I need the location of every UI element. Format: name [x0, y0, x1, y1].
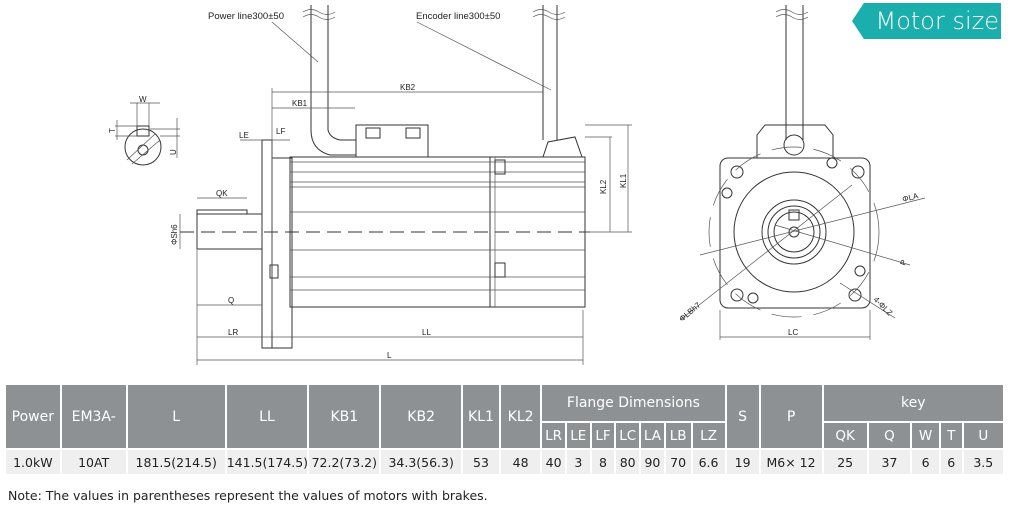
cell-LL: 141.5(174.5) [226, 450, 308, 474]
header-QK: QK [823, 423, 867, 448]
cell-Q: 37 [868, 450, 911, 474]
shaft-key-section: W T U [108, 95, 180, 166]
cell-T: 6 [940, 450, 962, 474]
cell-S: 19 [726, 450, 759, 474]
label-L: L [387, 351, 392, 360]
label-W: W [139, 95, 147, 104]
cell-KL2: 48 [501, 450, 541, 474]
motor-dimension-drawing: W T U [108, 5, 926, 365]
header-W: W [912, 423, 939, 448]
label-T: T [108, 128, 117, 133]
header-LR: LR [542, 423, 565, 448]
header-LC: LC [616, 423, 640, 448]
dimension-table: Power EM3A- L LL KB1 KB2 KL1 KL2 Flange … [4, 383, 1005, 476]
header-L: L [127, 385, 225, 448]
cell-LZ: 6.6 [692, 450, 725, 474]
header-model: EM3A- [61, 385, 126, 448]
cell-W: 6 [912, 450, 939, 474]
label-LR: LR [228, 328, 238, 337]
cell-L: 181.5(214.5) [127, 450, 225, 474]
header-KL1: KL1 [462, 385, 500, 448]
table-row: 1.0kW 10AT 181.5(214.5) 141.5(174.5) 72.… [6, 450, 1003, 474]
label-LE: LE [239, 131, 249, 140]
label-Q: Q [228, 296, 234, 305]
header-flange-dimensions: Flange Dimensions [542, 385, 725, 421]
label-LC: LC [788, 328, 798, 337]
label-KB2: KB2 [400, 83, 416, 92]
header-P: P [760, 385, 822, 448]
cell-LE: 3 [566, 450, 590, 474]
cell-LR: 40 [542, 450, 565, 474]
label-LA: ΦLA [901, 191, 920, 204]
header-LZ: LZ [692, 423, 725, 448]
header-LF: LF [591, 423, 615, 448]
power-line-label: Power line300±50 [208, 11, 284, 22]
label-U: U [169, 149, 178, 155]
header-LB: LB [665, 423, 691, 448]
label-QK: QK [216, 189, 228, 198]
cell-U: 3.5 [963, 450, 1003, 474]
brake-note: Note: The values in parentheses represen… [8, 488, 488, 503]
header-key: key [823, 385, 1003, 421]
header-LE: LE [566, 423, 590, 448]
cell-model: 10AT [61, 450, 126, 474]
label-KL1: KL1 [619, 173, 628, 188]
header-power: Power [6, 385, 60, 448]
header-LA: LA [641, 423, 664, 448]
cell-QK: 25 [823, 450, 867, 474]
header-U: U [963, 423, 1003, 448]
label-LF: LF [276, 127, 285, 136]
motor-front-view: ΦLA P ΦLBh7 4-ΦLZ LC [678, 5, 926, 340]
header-KB1: KB1 [309, 385, 380, 448]
header-Q: Q [868, 423, 911, 448]
label-LBh7: ΦLBh7 [678, 300, 703, 323]
cell-KL1: 53 [462, 450, 500, 474]
label-Sh6: ΦSh6 [170, 224, 179, 245]
motor-side-view: Power line300±50 Encoder line300±50 KB2 … [170, 5, 632, 365]
cell-KB1: 72.2(73.2) [309, 450, 380, 474]
label-LL: LL [422, 328, 431, 337]
header-KB2: KB2 [381, 385, 461, 448]
motor-size-badge: Motor size [852, 3, 1001, 39]
header-LL: LL [226, 385, 308, 448]
cell-P: M6× 12 [760, 450, 822, 474]
cell-LC: 80 [616, 450, 640, 474]
label-KB1: KB1 [292, 99, 308, 108]
label-KL2: KL2 [599, 179, 608, 194]
label-LZ: 4-ΦLZ [872, 295, 895, 318]
cell-LA: 90 [641, 450, 664, 474]
label-P: P [898, 259, 908, 267]
cell-KB2: 34.3(56.3) [381, 450, 461, 474]
cell-LB: 70 [665, 450, 691, 474]
encoder-line-label: Encoder line300±50 [416, 11, 500, 22]
header-KL2: KL2 [501, 385, 541, 448]
header-S: S [726, 385, 759, 448]
cell-LF: 8 [591, 450, 615, 474]
cell-power: 1.0kW [6, 450, 60, 474]
header-T: T [940, 423, 962, 448]
